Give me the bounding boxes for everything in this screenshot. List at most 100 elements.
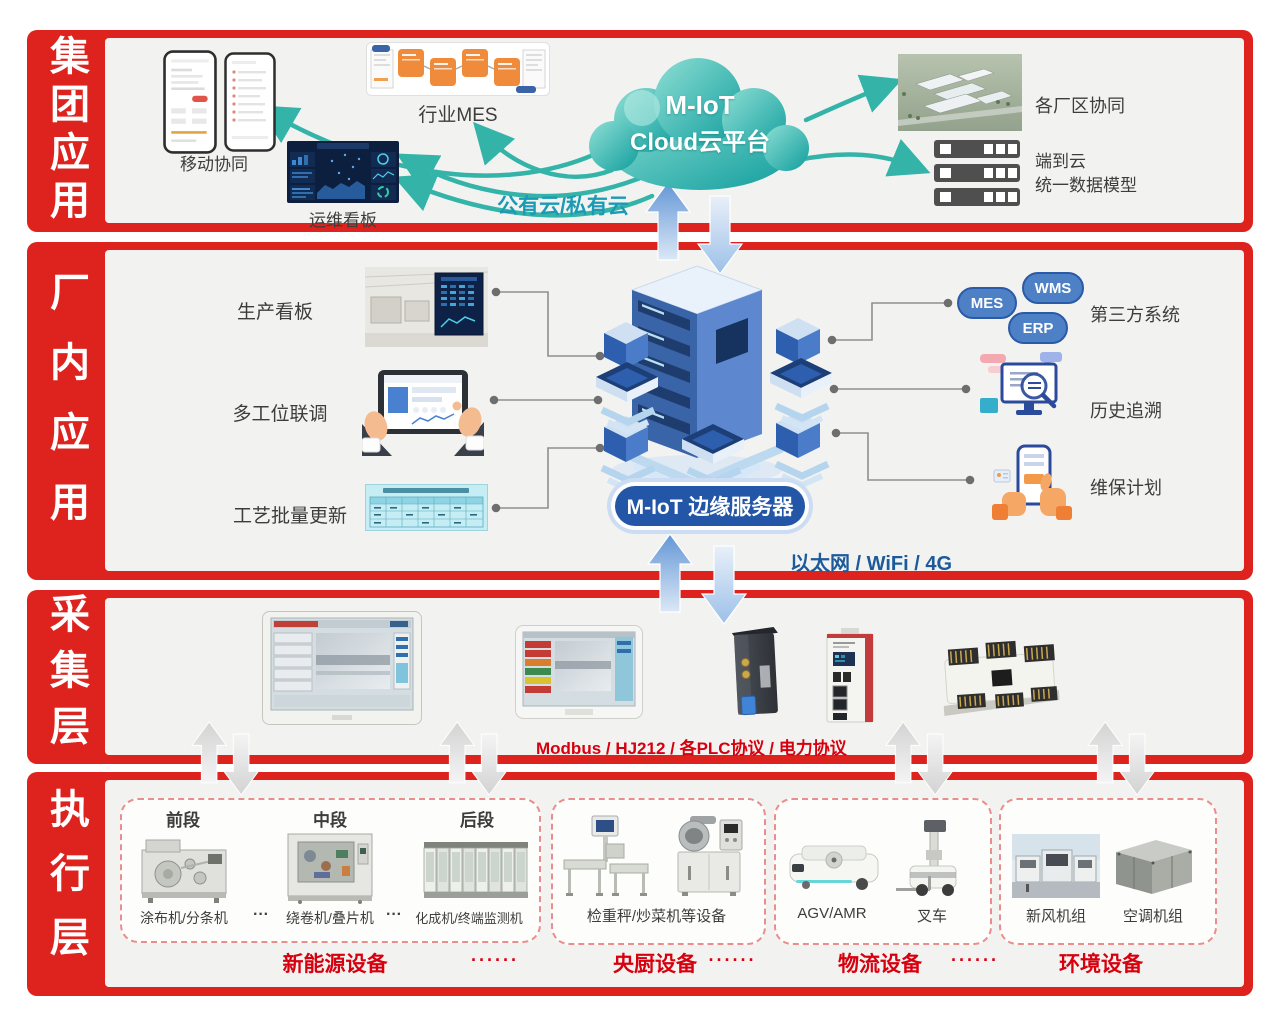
kitchen-group-label: 央厨设备 <box>613 953 697 976</box>
cloud-model-label-line2: 统一数据模型 <box>1035 176 1137 195</box>
formation-caption: 化成机/终端监测机 <box>415 911 523 926</box>
multi-station-label: 多工位联调 <box>232 404 328 425</box>
edge-server-pill: M-IoT 边缘服务器 <box>615 486 805 526</box>
rack-unit <box>934 164 1020 182</box>
fresh-air-unit-icon <box>1012 834 1100 898</box>
cloud-icon <box>589 58 809 190</box>
ahu-unit-image <box>1106 836 1200 898</box>
ops-dashboard-screen-icon <box>287 141 399 203</box>
winder-caption: 绕卷机/叠片机 <box>286 910 374 926</box>
erp-system-pill: ERP <box>1008 312 1068 344</box>
checkweigher-icon <box>563 815 649 896</box>
phone-screen-detail-icon <box>163 50 217 154</box>
gateway-box-icon <box>731 626 778 716</box>
cooking-robot-icon <box>677 816 743 896</box>
factory-aerial-image <box>898 54 1022 131</box>
tablet-hands-icon <box>362 370 484 456</box>
ops-dashboard-image <box>287 141 399 203</box>
rack-unit <box>934 188 1020 206</box>
history-trace-label: 历史追溯 <box>1090 401 1162 421</box>
hmi-screen-small-icon <box>515 625 643 719</box>
multi-station-tablet-image <box>362 366 484 456</box>
formation-line-icon <box>423 842 528 898</box>
ops-dashboard-label: 运维看板 <box>309 211 377 230</box>
new-energy-group-label: 新能源设备 <box>282 953 388 976</box>
plc-icon <box>826 628 874 723</box>
process-parameter-table-icon <box>365 484 488 531</box>
edge-server-pill-label: M-IoT 边缘服务器 <box>626 496 794 519</box>
factory-campus-icon <box>898 54 1022 131</box>
mes-pill-label: MES <box>970 294 1004 312</box>
workshop-dashboard-icon <box>365 267 488 347</box>
layer-title-factory-apps: 厂内应用 <box>44 271 88 551</box>
stage-rear-title: 后段 <box>460 811 494 830</box>
winder-machine-image <box>284 830 376 904</box>
maintenance-plan-illustration <box>992 444 1072 520</box>
cloud-title-line2: Cloud云平台 <box>630 129 770 156</box>
erp-pill-label: ERP <box>1022 319 1054 337</box>
rack-unit <box>934 140 1020 158</box>
forklift-image <box>894 820 972 898</box>
group-ellipsis: ······ <box>951 950 999 970</box>
process-table-image <box>365 484 488 531</box>
production-board-image <box>365 267 488 347</box>
mes-system-pill: MES <box>957 287 1017 319</box>
logistics-group-label: 物流设备 <box>838 953 922 976</box>
iot-gateway-device <box>726 626 784 722</box>
checkweigher-image <box>562 812 662 898</box>
forklift-icon <box>896 820 957 896</box>
io-module-icon <box>943 640 1060 716</box>
plc-controller-device <box>825 628 875 724</box>
kitchen-caption: 检重秤/炒菜机等设备 <box>586 908 727 925</box>
forklift-caption: 叉车 <box>916 908 947 925</box>
hmi-panel-large <box>262 611 422 725</box>
maintenance-plan-label: 维保计划 <box>1090 478 1162 498</box>
network-protocols-label: 以太网 / WiFi / 4G <box>790 553 953 575</box>
process-batch-label: 工艺批量更新 <box>232 506 347 527</box>
cloud-type-label: 公有云/私有云 <box>497 195 629 218</box>
mobile-phone-mockup-1 <box>162 50 218 154</box>
fresh-air-unit-image <box>1012 834 1100 898</box>
agv-caption: AGV/AMR <box>797 905 867 922</box>
mes-flow-card-icon <box>366 42 550 96</box>
server-racks-icon <box>934 140 1020 206</box>
hmi-panel-small <box>515 625 643 719</box>
air-conditioner-unit-icon <box>1116 840 1192 894</box>
layer-title-collection: 采集层 <box>44 593 88 761</box>
history-trace-illustration <box>978 352 1074 424</box>
environment-group-label: 环境设备 <box>1059 953 1143 976</box>
cloud-title-line1: M-IoT <box>665 90 735 120</box>
agv-robot-image <box>786 838 882 896</box>
formation-machine-image <box>420 838 532 902</box>
winder-machine-icon <box>287 833 373 904</box>
coater-machine-icon <box>141 839 227 903</box>
layer-title-group-apps: 集团应用 <box>44 35 88 227</box>
mobile-collab-label: 移动协同 <box>180 155 248 174</box>
production-board-label: 生产看板 <box>236 302 313 323</box>
cooking-robot-image <box>668 810 750 898</box>
fresh-air-caption: 新风机组 <box>1025 908 1086 925</box>
hmi-screen-icon <box>262 611 422 725</box>
cloud-model-label-line1: 端到云 <box>1035 152 1086 171</box>
monitor-magnifier-icon <box>980 352 1062 415</box>
ellipsis-separator: ··· <box>386 906 402 923</box>
ahu-caption: 空调机组 <box>1122 908 1183 925</box>
mobile-phone-mockup-2 <box>224 52 276 152</box>
group-ellipsis: ······ <box>471 950 519 970</box>
third-party-label: 第三方系统 <box>1090 305 1180 325</box>
agv-icon <box>789 845 879 890</box>
wms-system-pill: WMS <box>1022 272 1084 304</box>
stage-front-title: 前段 <box>166 811 200 830</box>
coater-caption: 涂布机/分条机 <box>140 910 228 926</box>
cloud-platform: M-IoT Cloud云平台 <box>584 46 816 198</box>
group-ellipsis: ······ <box>708 950 757 970</box>
coater-machine-image <box>138 834 230 904</box>
layer-title-execution: 执行层 <box>44 788 88 980</box>
stage-middle-title: 中段 <box>313 811 347 830</box>
industry-mes-image <box>366 42 550 96</box>
io-module-device <box>936 640 1064 718</box>
wms-pill-label: WMS <box>1034 279 1072 297</box>
hand-phone-icon <box>992 444 1072 520</box>
phone-list-detail-icon <box>224 52 276 152</box>
